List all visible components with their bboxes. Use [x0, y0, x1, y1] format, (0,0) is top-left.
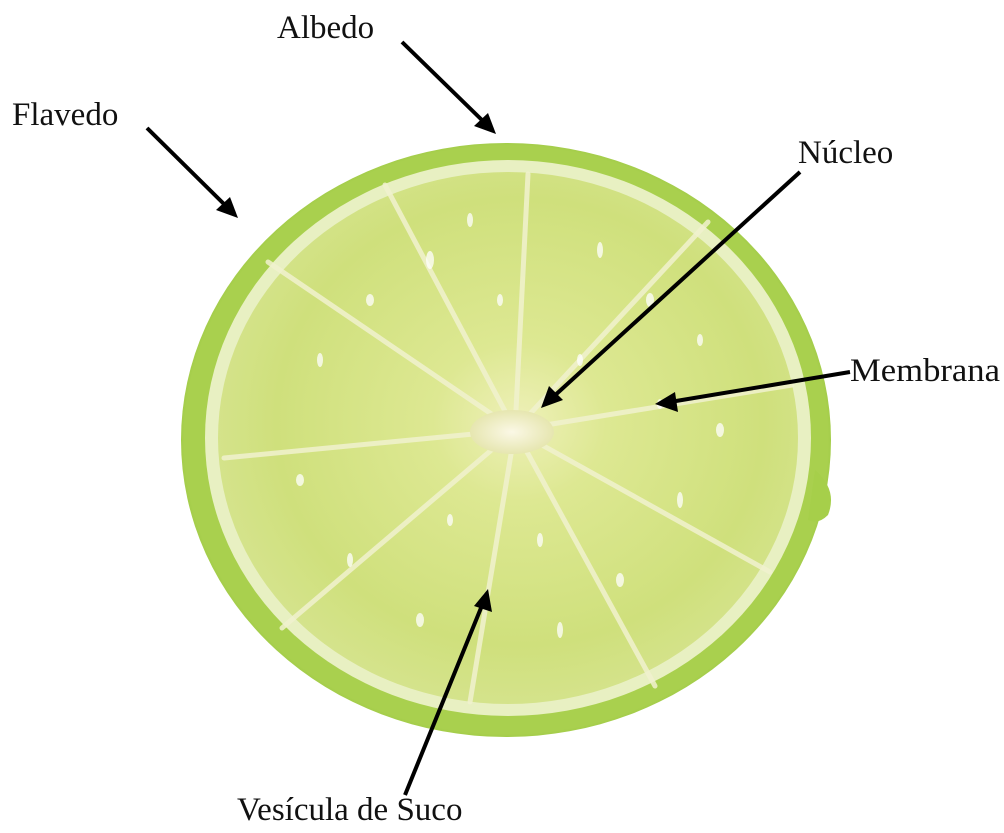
label-albedo: Albedo: [277, 10, 374, 46]
label-nucleo: Núcleo: [798, 135, 893, 171]
label-flavedo: Flavedo: [12, 97, 118, 133]
flavedo-arrow: [147, 128, 228, 208]
label-vesicula: Vesícula de Suco: [237, 792, 462, 828]
core: [470, 410, 554, 454]
label-membrana: Membrana: [850, 353, 1000, 389]
albedo-arrow: [402, 42, 486, 124]
